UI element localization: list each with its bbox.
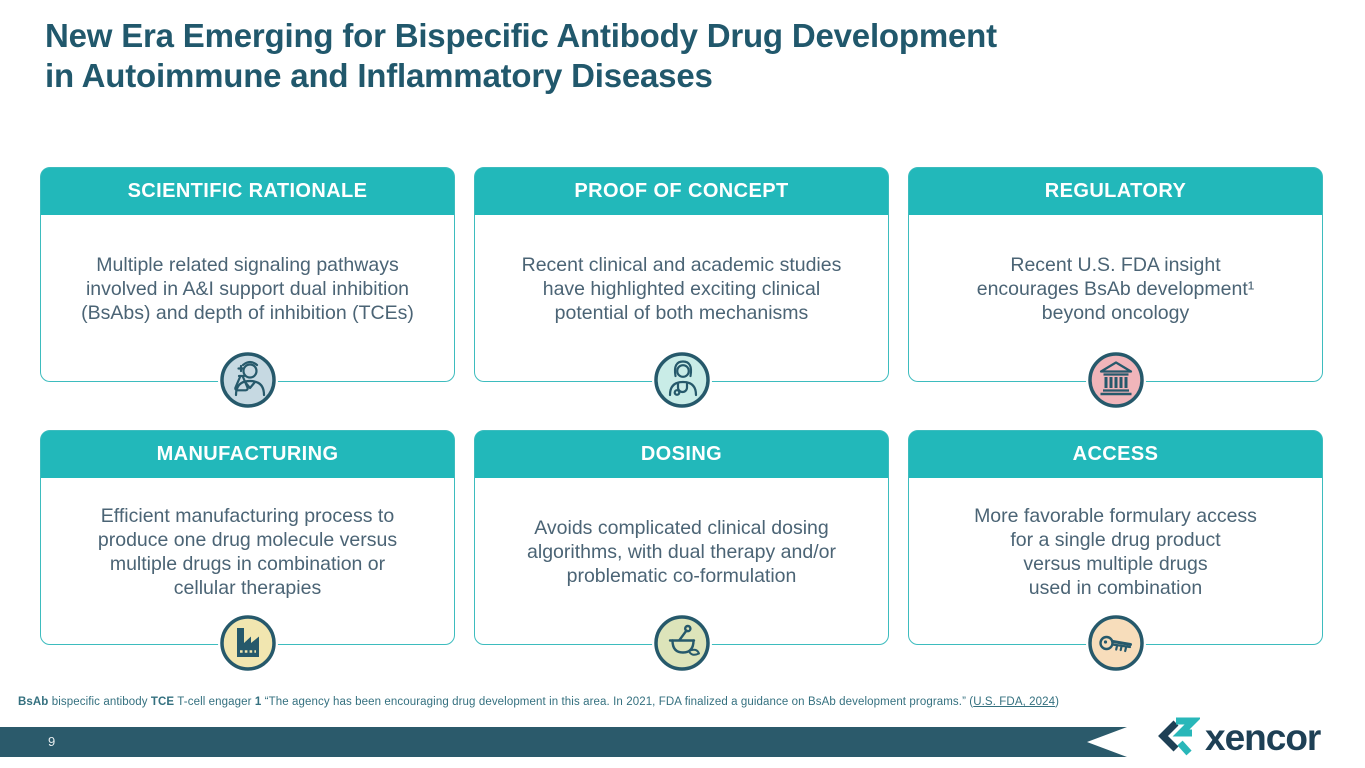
card-body-text: Avoids complicated clinical dosing algor… (527, 517, 836, 587)
page-number: 9 (48, 734, 56, 749)
card-regulatory: REGULATORY Recent U.S. FDA insight encou… (908, 167, 1323, 410)
footnote-def-bsab: bispecific antibody (48, 696, 151, 708)
card-access: ACCESS More favorable formulary access f… (908, 430, 1323, 673)
xencor-logo: xencor (1152, 712, 1321, 764)
card-body-text: More favorable formulary access for a si… (974, 505, 1257, 599)
footnote-term-tce: TCE (150, 696, 175, 708)
key-icon (1085, 613, 1146, 673)
footnote-quote: “The agency has been encouraging drug de… (261, 696, 974, 708)
footnote-ref-number: 1 (254, 696, 262, 708)
bank-icon (1085, 350, 1146, 410)
xencor-logo-icon (1158, 717, 1200, 756)
card-header: PROOF OF CONCEPT (475, 168, 888, 215)
card-manufacturing: MANUFACTURING Efficient manufacturing pr… (40, 430, 455, 673)
scientist-icon (217, 350, 278, 410)
card-header: SCIENTIFIC RATIONALE (41, 168, 454, 215)
footnote: BsAb bispecific antibody TCE T-cell enga… (18, 696, 1059, 708)
doctor-icon (651, 350, 712, 410)
slide-title: New Era Emerging for Bispecific Antibody… (45, 17, 997, 94)
footnote-def-tce: T-cell engager (174, 696, 255, 708)
card-body-text: Efficient manufacturing process to produ… (97, 505, 398, 599)
card-proof-of-concept: PROOF OF CONCEPT Recent clinical and aca… (474, 167, 889, 410)
cards-grid: SCIENTIFIC RATIONALE Multiple related si… (40, 167, 1323, 673)
card-body-text: Recent U.S. FDA insight encourages BsAb … (976, 254, 1255, 324)
fda-source-link[interactable]: U.S. FDA, 2024 (973, 696, 1056, 708)
card-header: ACCESS (909, 431, 1322, 478)
mortar-pestle-icon (651, 613, 712, 673)
card-dosing: DOSING Avoids complicated clinical dosin… (474, 430, 889, 673)
card-header: DOSING (475, 431, 888, 478)
factory-icon (217, 613, 278, 673)
footer-ribbon: 9 (0, 727, 1127, 757)
footnote-term-bsab: BsAb (18, 696, 49, 708)
footnote-close-paren: ) (1055, 696, 1060, 708)
card-header: MANUFACTURING (41, 431, 454, 478)
card-scientific-rationale: SCIENTIFIC RATIONALE Multiple related si… (40, 167, 455, 410)
card-header: REGULATORY (909, 168, 1322, 215)
xencor-logo-text: xencor (1205, 717, 1321, 758)
card-body-text: Multiple related signaling pathways invo… (81, 254, 414, 324)
card-body-text: Recent clinical and academic studies hav… (521, 254, 842, 324)
